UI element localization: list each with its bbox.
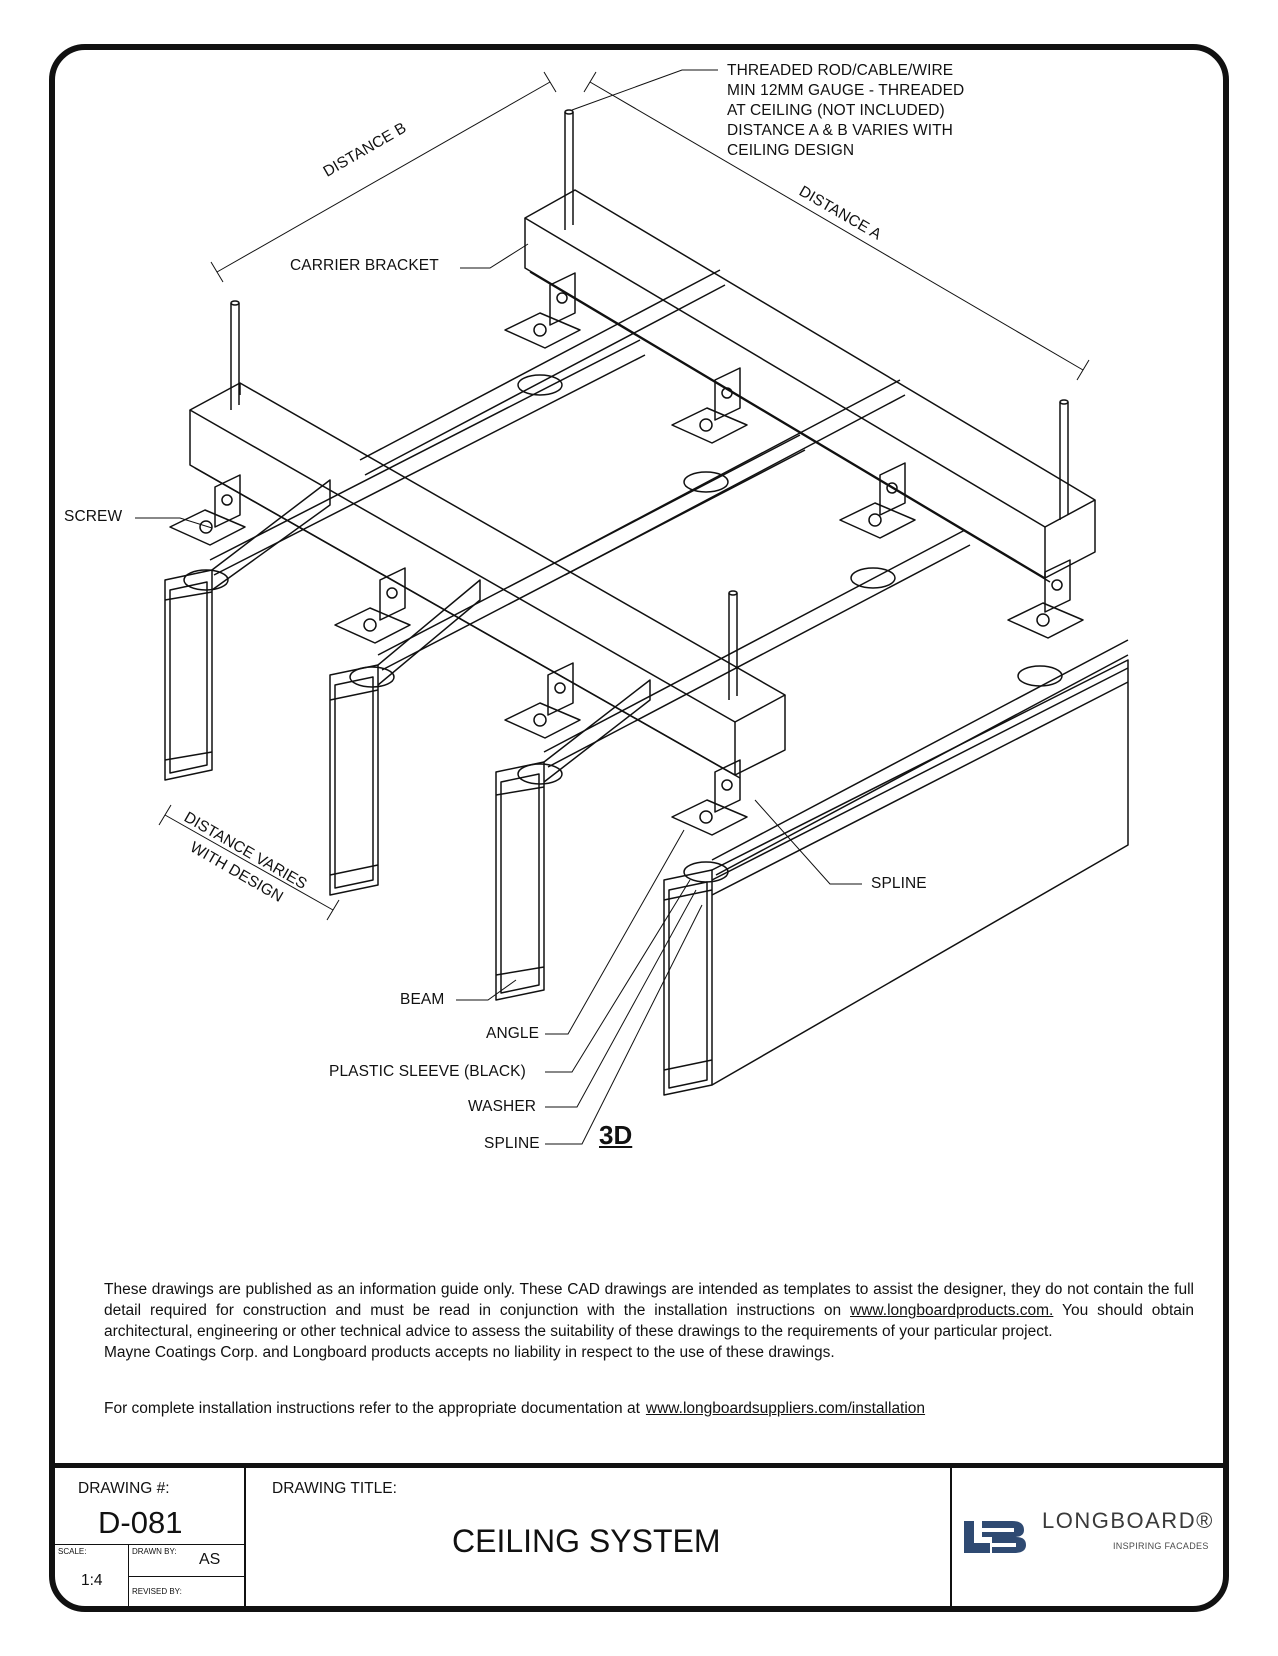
spline-bottom-label: SPLINE — [484, 1135, 540, 1152]
leader-angle — [545, 829, 685, 1035]
longboard-logo-icon — [964, 1521, 1026, 1553]
scale-label: SCALE: — [58, 1547, 87, 1556]
rod-note-line-5: CEILING DESIGN — [727, 142, 855, 159]
leader-screw — [135, 517, 213, 529]
dimension-distance-varies — [158, 804, 340, 921]
drawing-sheet-border — [49, 44, 1229, 1612]
leader-beam — [456, 979, 517, 1001]
threaded-rods — [230, 109, 1069, 700]
spline-rails — [209, 269, 1129, 876]
drawing-title: CEILING SYSTEM — [452, 1523, 721, 1559]
beam-1 — [164, 479, 331, 781]
angle-label: ANGLE — [486, 1025, 540, 1042]
angle-brackets — [169, 312, 1084, 836]
rod-note-line-1: THREADED ROD/CABLE/WIRE — [727, 62, 954, 79]
title-block-divider-2 — [950, 1467, 952, 1609]
plastic-sleeve-label: PLASTIC SLEEVE (BLACK) — [329, 1063, 526, 1080]
carrier-bracket-label: CARRIER BRACKET — [290, 257, 439, 274]
leader-plastic-sleeve — [545, 879, 691, 1073]
liability-statement: Mayne Coatings Corp. and Longboard produ… — [104, 1344, 835, 1361]
disclaimer: These drawings are published as an infor… — [104, 1279, 1194, 1363]
spline-right-label: SPLINE — [871, 875, 927, 892]
rod-note-line-4: DISTANCE A & B VARIES WITH — [727, 122, 953, 139]
washers — [183, 374, 1063, 883]
title-block-revised-rule — [128, 1576, 244, 1577]
logo-tagline: INSPIRING FACADES — [1113, 1541, 1209, 1551]
drawing-title-label: DRAWING TITLE: — [272, 1480, 397, 1497]
carrier-front — [189, 382, 786, 779]
beam-3 — [495, 679, 651, 1001]
rod-note-line-3: AT CEILING (NOT INCLUDED) — [727, 102, 945, 119]
title-block-scale-rule — [52, 1544, 244, 1545]
longboard-products-link[interactable]: www.longboardproducts.com. — [850, 1302, 1054, 1319]
carrier-back — [524, 189, 1096, 583]
leader-washer — [545, 889, 697, 1108]
beam-2 — [329, 579, 481, 896]
beam-label: BEAM — [400, 991, 445, 1008]
rod-note: THREADED ROD/CABLE/WIRE MIN 12MM GAUGE -… — [727, 61, 964, 161]
logo-wordmark: LONGBOARD® — [1042, 1508, 1214, 1533]
drawn-by-label: DRAWN BY: — [132, 1547, 177, 1556]
drawn-by-value: AS — [199, 1551, 221, 1568]
washer-label: WASHER — [468, 1098, 537, 1115]
leader-spline-right — [754, 799, 862, 885]
dimension-distance-b — [210, 71, 557, 283]
leader-carrier-bracket — [460, 243, 529, 269]
disclaimer-text-1: These drawings are published as an infor… — [104, 1281, 1194, 1319]
title-block-divider-1 — [244, 1467, 246, 1609]
leader-rod-note — [571, 69, 718, 111]
drawing-number: D-081 — [98, 1505, 183, 1540]
rod-note-line-2: MIN 12MM GAUGE - THREADED — [727, 82, 965, 99]
drawing-number-label: DRAWING #: — [78, 1480, 170, 1497]
installation-note: For complete installation instructions r… — [104, 1400, 925, 1418]
installation-text: For complete installation instructions r… — [104, 1400, 640, 1417]
scale-value: 1:4 — [81, 1572, 103, 1589]
beam-4-front — [663, 659, 1129, 1096]
leader-spline-bottom — [545, 904, 703, 1145]
revised-by-label: REVISED BY: — [132, 1587, 182, 1596]
carrier-tabs — [214, 272, 1071, 813]
screw-label: SCREW — [64, 508, 123, 525]
disclaimer-paragraph: These drawings are published as an infor… — [104, 1279, 1194, 1342]
installation-link[interactable]: www.longboardsuppliers.com/installation — [645, 1400, 926, 1417]
title-block-top-rule — [52, 1463, 1226, 1468]
view-tag: 3D — [599, 1120, 633, 1150]
dimension-distance-a — [583, 71, 1090, 381]
disclaimer-text-2: You should obtain architectural, enginee… — [104, 1302, 1194, 1340]
